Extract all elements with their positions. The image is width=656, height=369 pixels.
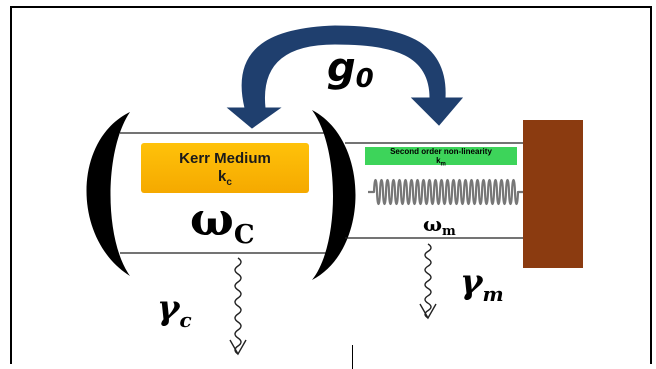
mechanical-omega-subscript: m bbox=[442, 224, 456, 239]
right-mirror bbox=[312, 110, 356, 280]
mechanical-decay-arrowhead bbox=[419, 303, 437, 320]
mechanical-omega-symbol: ω bbox=[423, 212, 443, 236]
cavity-gamma-symbol: γ bbox=[157, 288, 180, 328]
mechanical-k-subscript: m bbox=[440, 161, 446, 168]
nonlinearity-box: Second order non-linearity km bbox=[365, 147, 517, 168]
cavity-gamma-subscript: c bbox=[179, 308, 192, 332]
mechanical-k-symbol: k bbox=[436, 156, 441, 165]
fixed-wall bbox=[523, 120, 583, 268]
kerr-medium-title: Kerr Medium bbox=[179, 150, 271, 167]
nonlinearity-label: Second order non-linearity bbox=[390, 147, 492, 156]
left-mirror bbox=[86, 112, 130, 276]
coupling-label: g0 bbox=[327, 45, 374, 94]
frame-right-border bbox=[650, 6, 652, 364]
mechanical-gamma-symbol: γ bbox=[460, 262, 483, 302]
cavity-omega-subscript: C bbox=[233, 220, 255, 250]
kerr-k-subscript: c bbox=[226, 177, 232, 188]
mechanical-k-coefficient: km bbox=[365, 157, 517, 169]
coupling-symbol: g bbox=[327, 45, 356, 91]
mechanical-decay-label: γm bbox=[460, 262, 504, 306]
spring-coil bbox=[368, 178, 523, 206]
kerr-medium-box: Kerr Medium kc bbox=[141, 143, 309, 193]
coupling-subscript: 0 bbox=[355, 64, 374, 94]
cavity-decay-arrowhead bbox=[229, 339, 247, 356]
cavity-decay-label: γc bbox=[157, 288, 192, 332]
kerr-coefficient: kc bbox=[141, 168, 309, 188]
kerr-k-symbol: k bbox=[218, 168, 227, 185]
cavity-decay-arrow bbox=[234, 257, 242, 355]
cavity-frequency-label: ωC bbox=[190, 192, 255, 252]
coupling-arc-arrow bbox=[226, 25, 464, 129]
frame-bottom-tick bbox=[352, 345, 353, 369]
frame-top-border bbox=[10, 6, 652, 8]
mechanical-frequency-label: ωm bbox=[423, 212, 456, 239]
cavity-omega-symbol: ω bbox=[190, 192, 234, 246]
frame-left-border bbox=[10, 6, 12, 364]
mechanical-gamma-subscript: m bbox=[482, 282, 504, 306]
mechanical-decay-arrow bbox=[424, 243, 432, 319]
